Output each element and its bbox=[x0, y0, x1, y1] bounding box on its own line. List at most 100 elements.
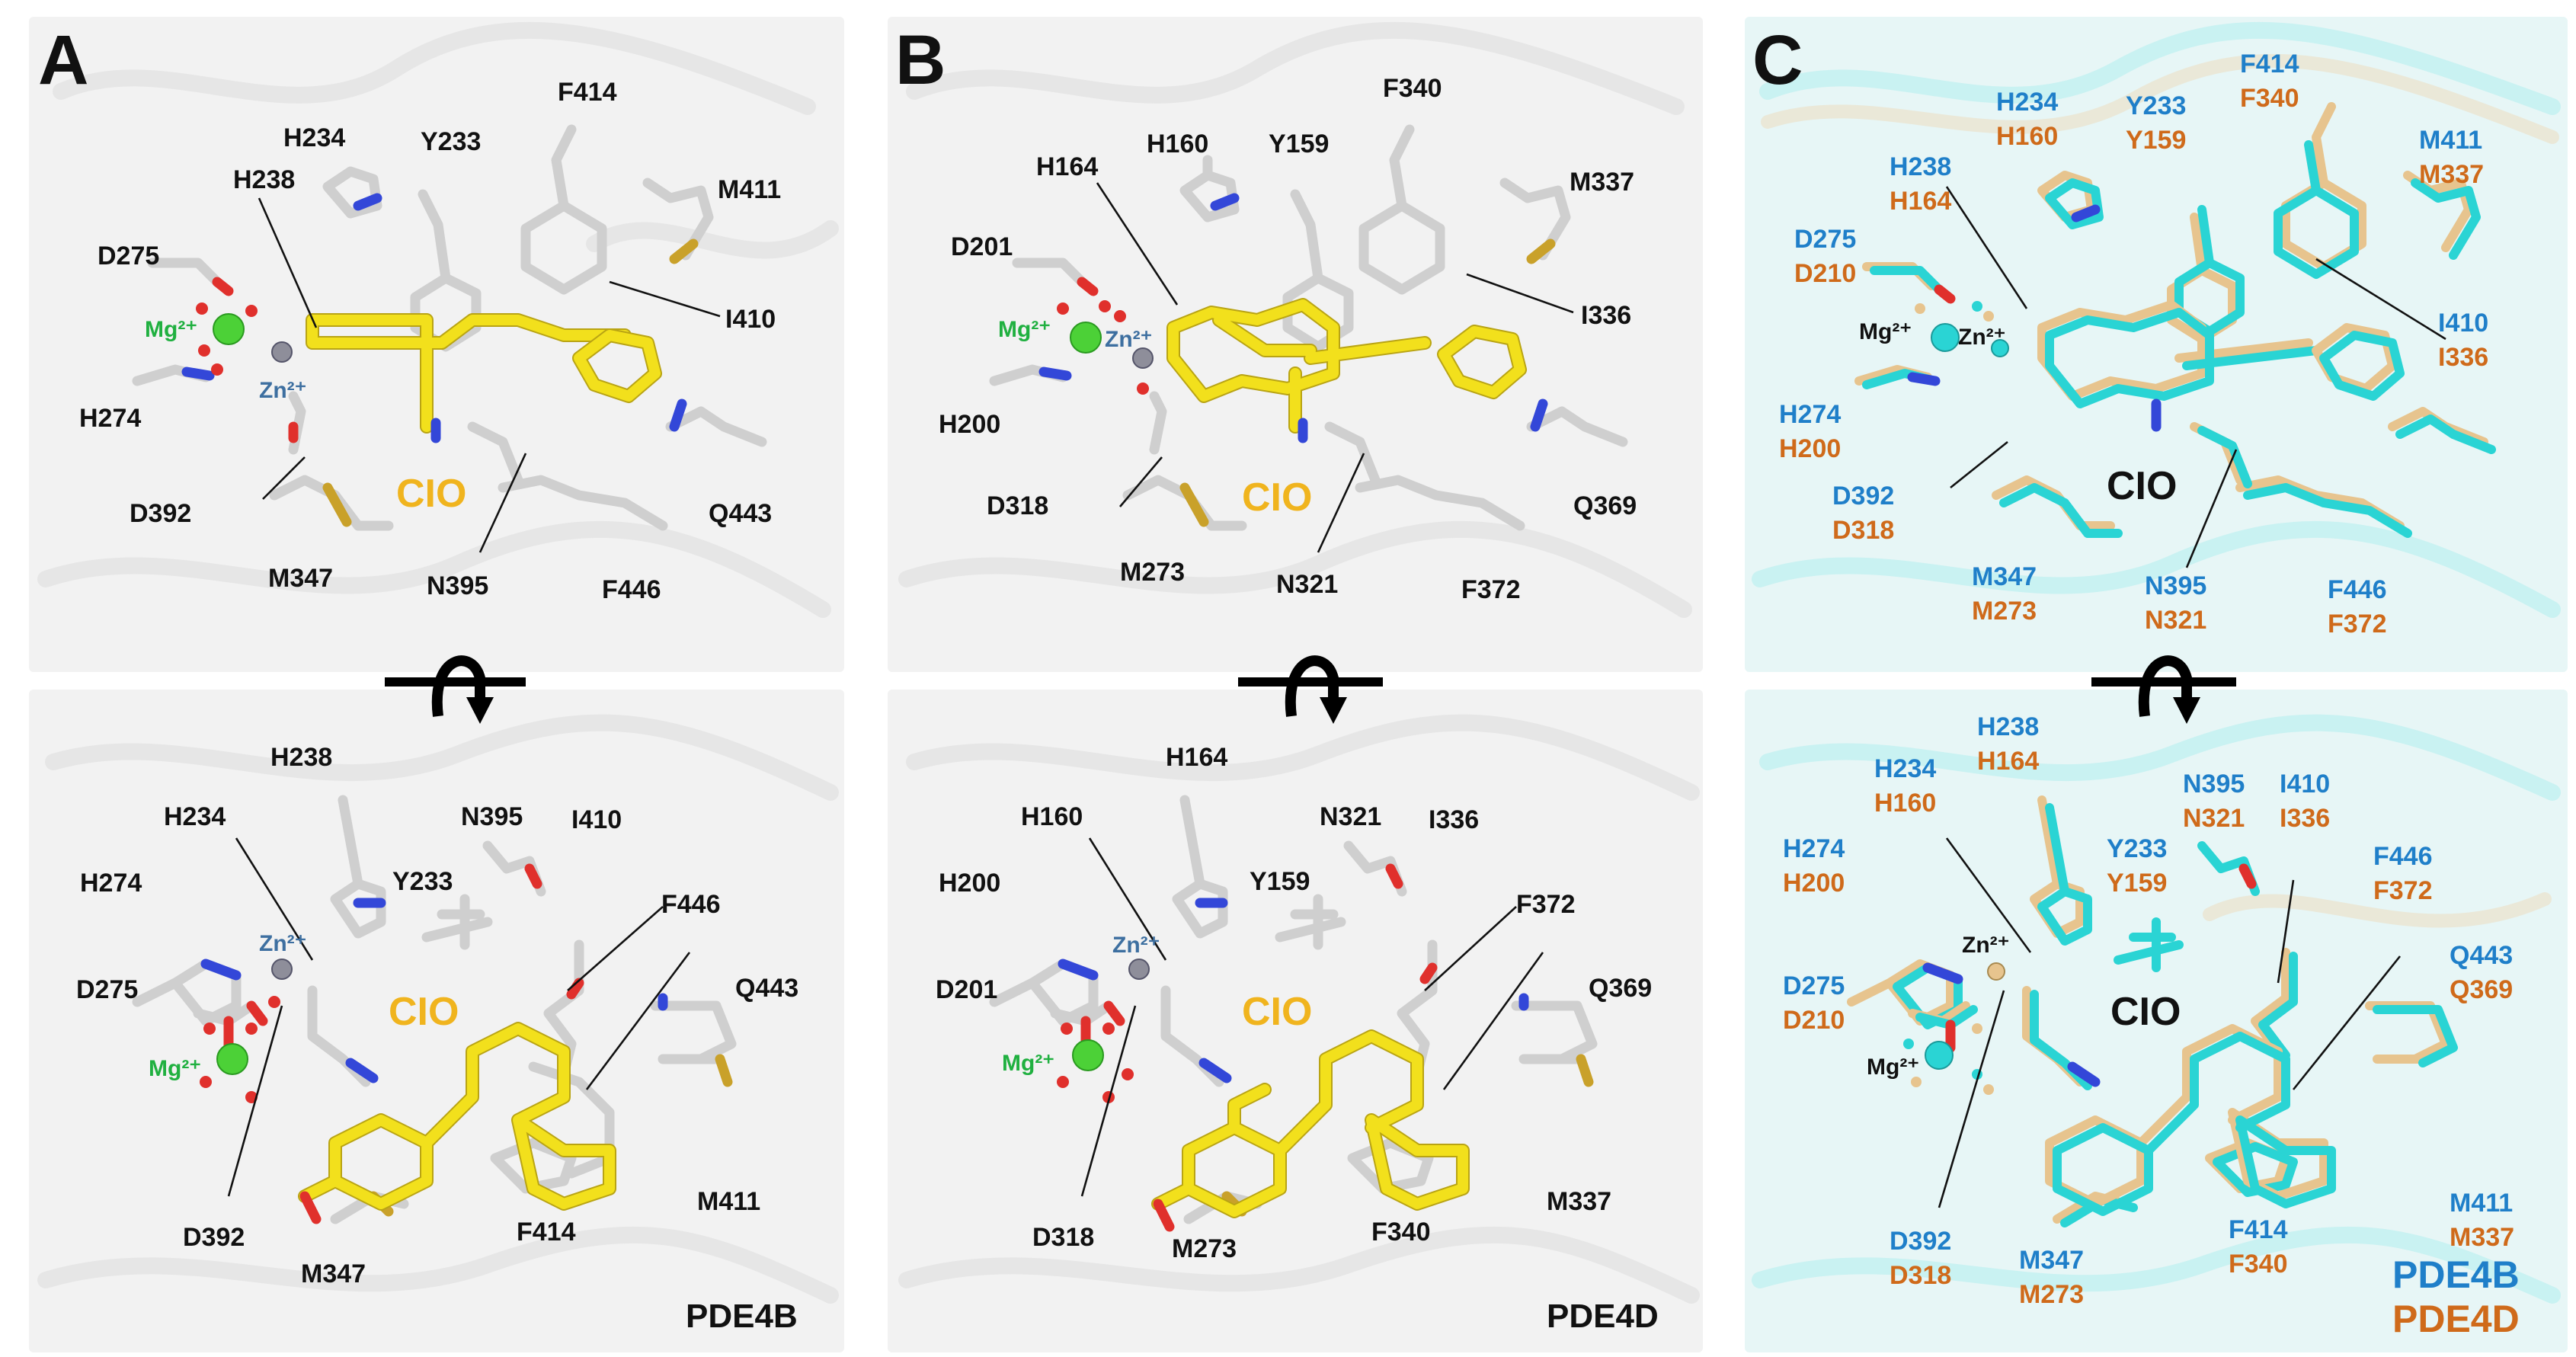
res-label-4d: D318 bbox=[1832, 516, 1894, 545]
res-label: H234 bbox=[283, 123, 345, 152]
res-d318-stick bbox=[1149, 391, 1167, 455]
res-label-4b: H238 bbox=[1890, 152, 1951, 181]
zn-label: Zn²⁺ bbox=[259, 931, 306, 956]
res-label: Y159 bbox=[1250, 867, 1310, 896]
res-label: M273 bbox=[1120, 558, 1185, 587]
res-label: M337 bbox=[1570, 168, 1634, 197]
res-label-4b: M411 bbox=[2419, 126, 2482, 155]
res-label-4d: F340 bbox=[2229, 1250, 2288, 1279]
ligand-label: CIO bbox=[2110, 990, 2181, 1034]
panel-a-bottom-bg bbox=[29, 690, 844, 1352]
ligand-cyclopentyl-4b bbox=[2319, 331, 2405, 401]
res-d275-stick bbox=[147, 258, 222, 287]
res-label: N395 bbox=[461, 802, 523, 831]
res-h234-n bbox=[353, 193, 382, 211]
res-label-4d: H164 bbox=[1890, 187, 1951, 216]
panel-letter-a: A bbox=[38, 21, 88, 99]
zn-label: Zn²⁺ bbox=[1105, 327, 1152, 352]
res-d275-o bbox=[223, 1000, 268, 1053]
zn-ion bbox=[1132, 347, 1154, 369]
res-label-4d: Y159 bbox=[2107, 869, 2167, 898]
legend-pde4b: PDE4B bbox=[2392, 1253, 2520, 1296]
ligand-label: CIO bbox=[389, 990, 459, 1034]
res-q443-overlay bbox=[2373, 1005, 2458, 1067]
res-label-4b: I410 bbox=[2438, 309, 2488, 338]
leader-f372 bbox=[1442, 952, 1544, 1090]
res-label-4d: N321 bbox=[2183, 804, 2245, 833]
res-n321-stick bbox=[1324, 421, 1381, 485]
res-label-4d: D318 bbox=[1890, 1261, 1951, 1290]
ligand-cio-a-bottom bbox=[299, 1023, 615, 1209]
panel-letter-c: C bbox=[1752, 21, 1803, 99]
res-label-4b: D392 bbox=[1890, 1227, 1951, 1256]
res-label: M337 bbox=[1547, 1187, 1611, 1216]
ribbon-a2 bbox=[37, 520, 831, 618]
rotate-icon bbox=[2091, 655, 2236, 724]
res-label: H164 bbox=[1166, 743, 1227, 772]
water bbox=[1102, 1091, 1115, 1103]
res-n395-o bbox=[524, 863, 542, 889]
res-label-4d: N321 bbox=[2145, 606, 2206, 635]
res-label: Y233 bbox=[392, 867, 453, 896]
water bbox=[1972, 1023, 1982, 1034]
res-label-4d: M337 bbox=[2450, 1223, 2514, 1252]
ribbon-b1 bbox=[906, 21, 1685, 115]
res-f446-stick bbox=[498, 475, 668, 531]
leader-d318 bbox=[1119, 456, 1163, 507]
ligand-cio-4b-overlay bbox=[2045, 308, 2321, 408]
res-label-4b: F414 bbox=[2229, 1215, 2288, 1244]
res-label-4b: M347 bbox=[1972, 562, 2037, 591]
mg-label: Mg²⁺ bbox=[145, 317, 197, 342]
water bbox=[211, 363, 223, 376]
leader-i410 bbox=[567, 906, 664, 991]
zn-label: Zn²⁺ bbox=[1112, 933, 1160, 958]
res-y159-stick bbox=[1275, 894, 1346, 950]
leader-i336 bbox=[1424, 906, 1517, 991]
panel-letter-b: B bbox=[895, 21, 946, 99]
ligand-o bbox=[1153, 1199, 1175, 1232]
res-label: D201 bbox=[936, 975, 997, 1004]
ligand-label: CIO bbox=[1242, 990, 1312, 1034]
res-n395-overlay bbox=[2197, 426, 2252, 488]
res-n321-o bbox=[1385, 863, 1403, 889]
res-label-4d: M273 bbox=[1972, 597, 2037, 626]
res-label: H160 bbox=[1021, 802, 1083, 831]
water bbox=[245, 1023, 258, 1035]
res-f340-stick bbox=[1347, 1138, 1434, 1194]
res-label: D392 bbox=[130, 499, 191, 528]
ligand-cio-b-bottom bbox=[1153, 1031, 1468, 1217]
res-q369-stick bbox=[1526, 406, 1628, 447]
res-label-4d: Q369 bbox=[2450, 975, 2513, 1004]
res-label-4d: Y159 bbox=[2126, 126, 2186, 155]
ribbon-a5 bbox=[37, 1226, 839, 1304]
ligand-o bbox=[299, 1191, 322, 1224]
res-label: H238 bbox=[270, 743, 332, 772]
res-label-4b: Q443 bbox=[2450, 941, 2513, 970]
res-q369-n bbox=[1530, 398, 1548, 432]
res-d275-overlay bbox=[1870, 266, 1944, 294]
panel-a-bottom: H238 H234 N395 I410 H274 Y233 F446 D275 … bbox=[76, 743, 798, 1335]
res-label: Q443 bbox=[735, 974, 798, 1003]
res-label: H200 bbox=[939, 410, 1000, 439]
leader-h238 bbox=[258, 197, 318, 328]
res-h274-n bbox=[1922, 962, 1963, 984]
water bbox=[198, 344, 210, 357]
protein-label: PDE4B bbox=[686, 1298, 798, 1335]
mg-ion bbox=[213, 313, 245, 345]
ligand-label: CIO bbox=[396, 472, 466, 516]
panel-c-bottom: H238 H164 H234 H160 N395 N321 I410 I336 … bbox=[1783, 712, 2520, 1340]
res-h160-n bbox=[1198, 1058, 1232, 1083]
res-n395-stick bbox=[467, 421, 523, 485]
leader-n395 bbox=[2185, 449, 2238, 568]
res-label-4b: H238 bbox=[1977, 712, 2039, 741]
ribbon-c1 bbox=[1759, 21, 2561, 115]
panel-b-top: B F340 H164 H160 Y159 M337 D201 I336 H20… bbox=[895, 21, 1637, 604]
res-label: M347 bbox=[268, 564, 333, 593]
panel-c-bottom-bg bbox=[1745, 690, 2568, 1352]
legend-pde4d: PDE4D bbox=[2392, 1298, 2520, 1340]
water bbox=[1057, 1076, 1069, 1088]
res-label: F414 bbox=[517, 1218, 576, 1247]
res-label: D318 bbox=[1032, 1223, 1094, 1252]
res-q443-stick bbox=[650, 1000, 737, 1064]
